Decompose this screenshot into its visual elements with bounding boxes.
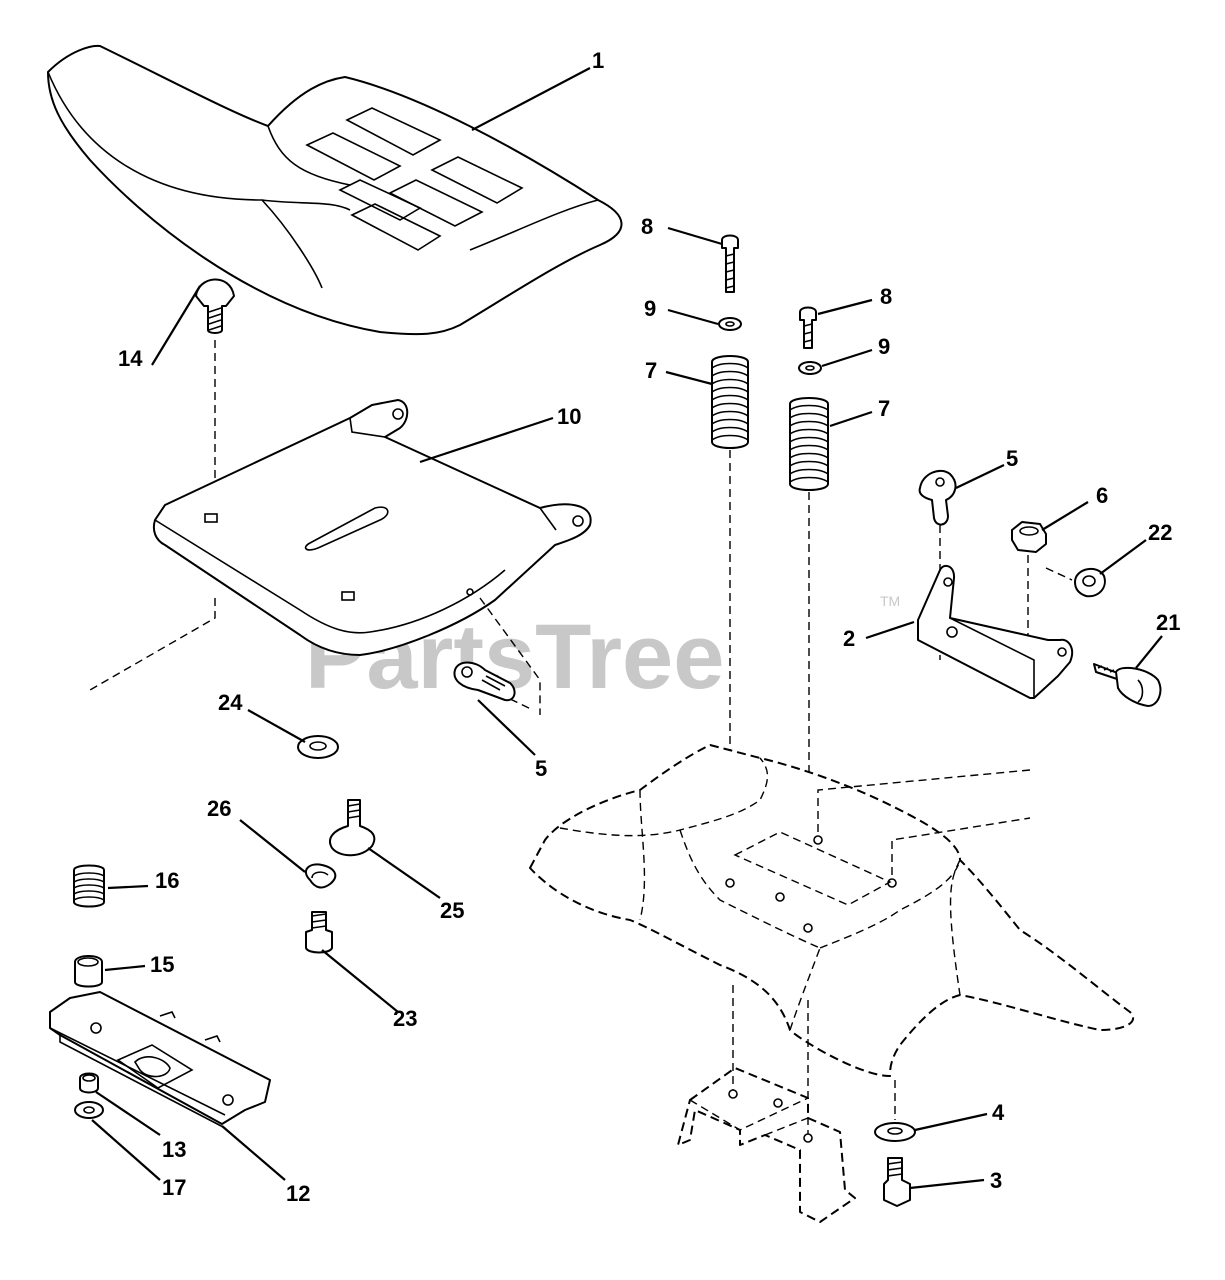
- leader-9-left: [667, 308, 719, 326]
- bolt-bottom[interactable]: [883, 1157, 911, 1207]
- bracket-right[interactable]: [917, 564, 1074, 699]
- fender-frame: [529, 744, 1135, 1077]
- callout-13[interactable]: 13: [162, 1137, 186, 1162]
- seat-pan[interactable]: [152, 399, 592, 656]
- leader-2: [865, 620, 915, 640]
- callout-5-left[interactable]: 5: [535, 756, 547, 781]
- leader-12: [221, 1125, 286, 1181]
- retaining-ring[interactable]: [304, 863, 337, 889]
- callout-23[interactable]: 23: [393, 1006, 417, 1031]
- callout-22[interactable]: 22: [1148, 520, 1172, 545]
- rail-nut[interactable]: [79, 1072, 99, 1094]
- rail-washer[interactable]: [74, 1101, 104, 1119]
- leader-14: [151, 285, 201, 366]
- leader-7-right: [829, 410, 873, 428]
- callout-5-right[interactable]: 5: [1006, 446, 1018, 471]
- callout-4[interactable]: 4: [992, 1100, 1005, 1125]
- leader-9-right: [821, 348, 873, 368]
- spring-left[interactable]: [711, 355, 749, 449]
- callout-10[interactable]: 10: [557, 404, 581, 429]
- callout-17[interactable]: 17: [162, 1175, 186, 1200]
- callout-14[interactable]: 14: [118, 346, 143, 371]
- leader-24: [247, 709, 306, 743]
- screw-left[interactable]: [721, 234, 739, 293]
- knob[interactable]: [1093, 663, 1162, 707]
- leader-5-right: [955, 464, 1005, 489]
- nut-right[interactable]: [1011, 521, 1047, 553]
- callout-7-right[interactable]: 7: [878, 396, 890, 421]
- callout-2[interactable]: 2: [843, 626, 855, 651]
- leader-26: [239, 819, 306, 873]
- clip-right[interactable]: [918, 469, 957, 526]
- shoulder-screw[interactable]: [305, 911, 333, 954]
- leader-25: [367, 847, 441, 899]
- leader-6: [1041, 501, 1089, 531]
- callout-9-right[interactable]: 9: [878, 334, 890, 359]
- spring-right[interactable]: [789, 397, 829, 491]
- rail-bushing[interactable]: [74, 955, 103, 988]
- leader-7-left: [665, 370, 713, 386]
- callout-12[interactable]: 12: [286, 1181, 310, 1206]
- shoulder-bolt[interactable]: [329, 799, 376, 857]
- callout-7-left[interactable]: 7: [645, 358, 657, 383]
- leader-3: [909, 1178, 985, 1190]
- callout-9-left[interactable]: 9: [644, 296, 656, 321]
- clip-left[interactable]: [453, 661, 516, 702]
- callout-8-left[interactable]: 8: [641, 214, 653, 239]
- leader-23: [321, 949, 399, 1013]
- leader-21: [1135, 635, 1163, 669]
- callout-25[interactable]: 25: [440, 898, 464, 923]
- leader-22: [1099, 539, 1147, 575]
- leader-16: [107, 884, 149, 890]
- flat-washer[interactable]: [297, 735, 339, 759]
- callout-24[interactable]: 24: [218, 690, 243, 715]
- washer-left[interactable]: [718, 317, 742, 331]
- leader-8-right: [817, 298, 873, 316]
- rail-spring[interactable]: [73, 864, 105, 908]
- lower-mount-bracket: [677, 985, 856, 1223]
- knob-nut[interactable]: [1074, 567, 1106, 598]
- leader-4: [914, 1112, 988, 1132]
- leader-13: [95, 1091, 161, 1136]
- seat[interactable]: [47, 44, 623, 336]
- leader-15: [104, 964, 146, 972]
- washer-bottom[interactable]: [874, 1122, 916, 1142]
- guide-knob-nut: [1045, 567, 1073, 581]
- seat-pad-pattern: [305, 107, 524, 251]
- callout-1[interactable]: 1: [592, 48, 604, 73]
- callout-21[interactable]: 21: [1156, 610, 1180, 635]
- watermark-trademark: TM: [880, 593, 900, 609]
- callout-6[interactable]: 6: [1096, 483, 1108, 508]
- leader-5-left: [477, 699, 536, 756]
- callout-15[interactable]: 15: [150, 952, 174, 977]
- callout-26[interactable]: 26: [207, 796, 231, 821]
- washer-right[interactable]: [798, 361, 822, 375]
- leader-10: [419, 416, 554, 464]
- callout-16[interactable]: 16: [155, 868, 179, 893]
- screw-right[interactable]: [799, 306, 817, 349]
- leader-17: [91, 1119, 161, 1181]
- leader-8-left: [667, 226, 723, 246]
- carriage-bolt[interactable]: [195, 278, 235, 334]
- pan-projection-line: [89, 598, 216, 691]
- slide-rail[interactable]: [49, 991, 271, 1129]
- leader-1: [471, 67, 591, 131]
- callout-8-right[interactable]: 8: [880, 284, 892, 309]
- callout-3[interactable]: 3: [990, 1168, 1002, 1193]
